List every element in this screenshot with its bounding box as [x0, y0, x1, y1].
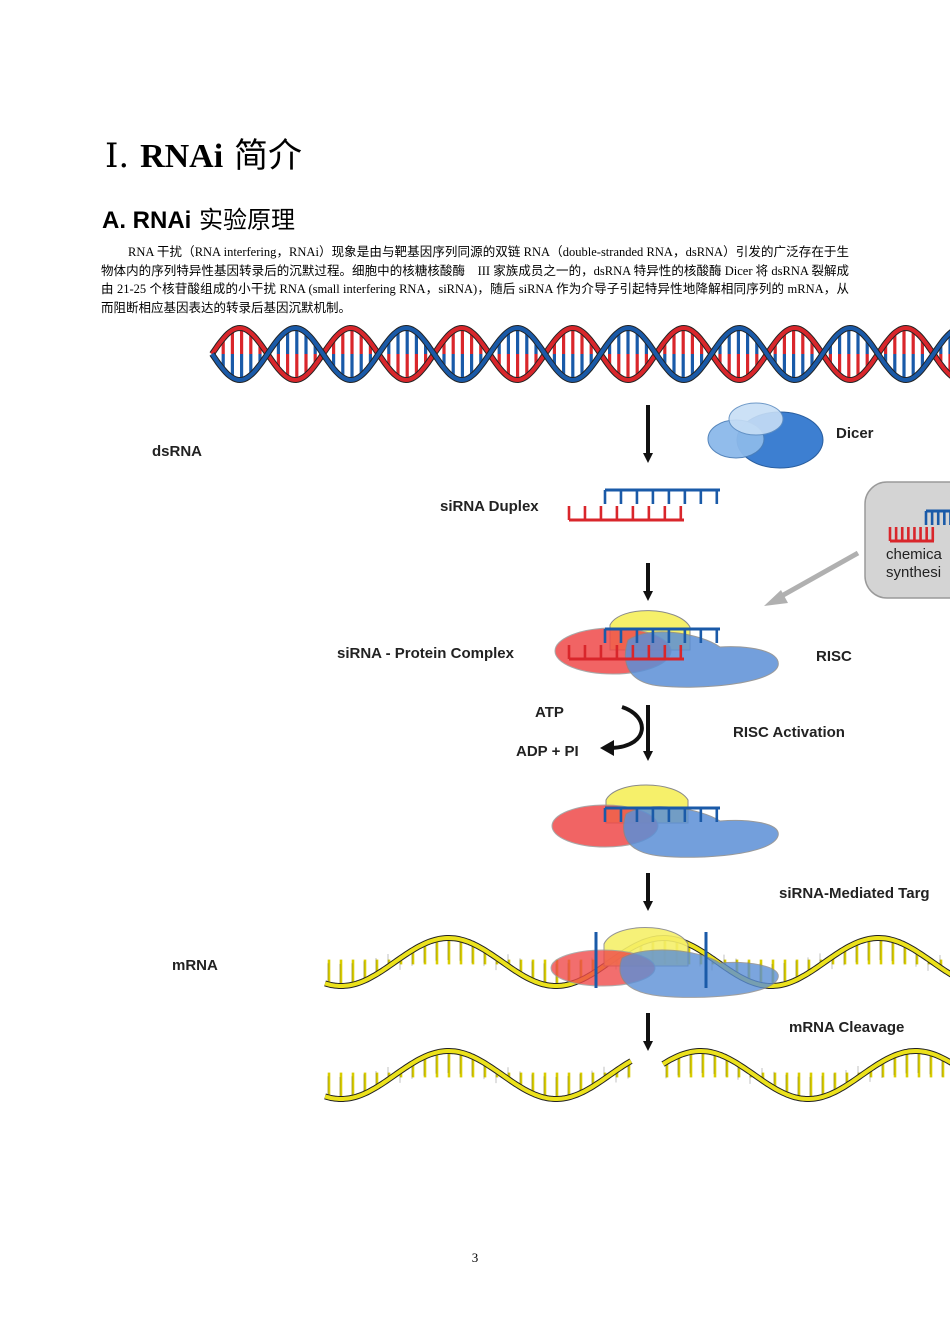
risc-complex [554, 610, 779, 688]
synthesis-arrow [776, 550, 860, 601]
heading-text: 简介 [233, 136, 302, 176]
activated-risc [551, 784, 779, 858]
body-paragraph: RNA 干扰（RNA interfering，RNAi）现象是由与靶基因序列同源… [101, 245, 849, 315]
label-dsrna: dsRNA [152, 443, 202, 460]
label-dicer: Dicer [836, 425, 874, 442]
heading-numeral: Ⅰ. [105, 136, 130, 176]
atp-arrowhead [600, 740, 614, 756]
page-number: 3 [471, 1250, 479, 1265]
label-risc: RISC [816, 648, 852, 665]
label-chemical: chemica [886, 546, 943, 563]
label-adp: ADP + PI [516, 743, 579, 760]
subheading-bold: A. RNAi [102, 207, 192, 234]
synthesis-arrowhead [764, 590, 788, 606]
label-atp: ATP [535, 704, 564, 721]
label-mrna: mRNA [172, 957, 218, 974]
section-heading: Ⅰ. RNAi 简介 [105, 128, 302, 177]
label-targeting: siRNA-Mediated Targ [779, 885, 930, 902]
atp-curved-arrow [611, 705, 644, 750]
label-synthesis: synthesi [886, 564, 941, 581]
label-cleavage: mRNA Cleavage [789, 1019, 904, 1036]
heading-bold: RNAi [140, 138, 224, 175]
dsrna-helix [209, 324, 950, 384]
cleaved-mrna-right [661, 1048, 950, 1102]
targeting-risc [550, 927, 779, 998]
rnai-mechanism-figure: dsRNA Dicer siRNA Duplex siRNA - Protein… [152, 324, 950, 1102]
chemical-synthesis-box: chemica synthesi [864, 481, 950, 599]
label-risc-activation: RISC Activation [733, 724, 845, 741]
dicer-enzyme [707, 402, 824, 469]
cleaved-mrna-left [324, 1048, 633, 1102]
sirna-duplex [567, 488, 720, 522]
label-complex: siRNA - Protein Complex [337, 645, 515, 662]
subheading-text: 实验原理 [198, 206, 295, 234]
subsection-heading: A. RNAi 实验原理 [102, 200, 295, 235]
label-sirna-duplex: siRNA Duplex [440, 498, 539, 515]
